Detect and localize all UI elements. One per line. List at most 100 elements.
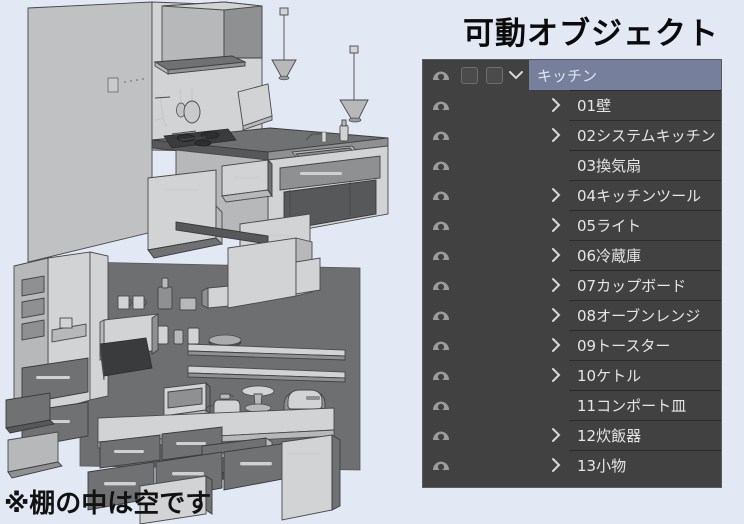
eye-icon: [433, 431, 449, 441]
visibility-toggle[interactable]: [423, 249, 459, 261]
page-title: 可動オブジェクト: [463, 16, 719, 52]
outliner-root-row[interactable]: キッチン: [423, 60, 721, 90]
chevron-right-icon: [552, 128, 561, 142]
row-separator: [569, 150, 721, 151]
row-label-cell[interactable]: 08オーブンレンジ: [569, 300, 721, 330]
visibility-toggle[interactable]: [423, 189, 459, 201]
expand-toggle[interactable]: [543, 337, 569, 353]
row-label-cell[interactable]: 04キッチンツール: [569, 180, 721, 210]
expand-toggle[interactable]: [543, 97, 569, 113]
tilted-panel: [237, 83, 273, 131]
root-label-cell[interactable]: キッチン: [529, 60, 721, 90]
row-separator: [569, 270, 721, 271]
visibility-toggle[interactable]: [423, 459, 459, 471]
row-label-cell[interactable]: 07カップボード: [569, 270, 721, 300]
visibility-toggle[interactable]: [423, 309, 459, 321]
viewport-3d-scene: .f-lt{fill:#d2d3d5;stroke:#4a4a4a;stroke…: [5, 1, 389, 524]
checkbox-selectable[interactable]: [486, 66, 503, 84]
open-drawer-mid: [221, 158, 273, 203]
row-separator: [569, 300, 721, 301]
outliner-row[interactable]: 09トースター: [423, 330, 721, 360]
outliner-row[interactable]: 03換気扇: [423, 150, 721, 180]
pendant-light-2: [339, 45, 369, 123]
visibility-toggle[interactable]: [423, 159, 459, 171]
eye-icon: [433, 221, 449, 231]
expand-toggle[interactable]: [543, 247, 569, 263]
row-label-cell[interactable]: 11コンポート皿: [569, 390, 721, 420]
outliner-row-label: 06冷蔵庫: [577, 246, 642, 265]
outliner-row-label: 09トースター: [577, 336, 671, 355]
visibility-toggle[interactable]: [423, 99, 459, 111]
eye-icon: [433, 131, 449, 141]
row-label-cell[interactable]: 02システムキッチン: [569, 120, 721, 150]
visibility-toggle[interactable]: [423, 339, 459, 351]
open-cabinet-door-left: [147, 169, 223, 259]
visibility-toggle[interactable]: [423, 429, 459, 441]
outliner-row[interactable]: 04キッチンツール: [423, 180, 721, 210]
expand-toggle[interactable]: [543, 427, 569, 443]
row-separator: [569, 90, 721, 91]
outliner-row[interactable]: 10ケトル: [423, 360, 721, 390]
outliner-row-label: 04キッチンツール: [577, 186, 702, 205]
visibility-toggle-root[interactable]: [423, 69, 459, 81]
outliner-row[interactable]: 08オーブンレンジ: [423, 300, 721, 330]
wall-shelves: [187, 343, 346, 383]
outliner-row[interactable]: 13小物: [423, 450, 721, 480]
row-label-cell[interactable]: 09トースター: [569, 330, 721, 360]
row-label-cell[interactable]: 06冷蔵庫: [569, 240, 721, 270]
visibility-toggle[interactable]: [423, 399, 459, 411]
outliner-row-label: 05ライト: [577, 216, 642, 235]
chevron-right-icon: [552, 428, 561, 442]
outliner-row[interactable]: 02システムキッチン: [423, 120, 721, 150]
expand-toggle-root[interactable]: [503, 69, 529, 81]
outliner-row[interactable]: 01壁: [423, 90, 721, 120]
visibility-toggle[interactable]: [423, 219, 459, 231]
outliner-row[interactable]: 06冷蔵庫: [423, 240, 721, 270]
eye-icon: [433, 251, 449, 261]
outliner-row-label: 10ケトル: [577, 366, 642, 385]
eye-icon: [433, 401, 449, 411]
outliner-row[interactable]: 12炊飯器: [423, 420, 721, 450]
chevron-right-icon: [552, 218, 561, 232]
eye-icon: [433, 281, 449, 291]
visibility-toggle[interactable]: [423, 369, 459, 381]
expand-toggle[interactable]: [543, 127, 569, 143]
outliner-row[interactable]: 07カップボード: [423, 270, 721, 300]
microwave-oven: [99, 313, 159, 381]
visibility-toggle[interactable]: [423, 129, 459, 141]
eye-icon: [433, 191, 449, 201]
row-separator: [569, 420, 721, 421]
row-label-cell[interactable]: 05ライト: [569, 210, 721, 240]
wall-panel-left: [27, 1, 153, 263]
expand-toggle[interactable]: [543, 277, 569, 293]
row-separator: [569, 240, 721, 241]
outliner-row-label: 03換気扇: [577, 156, 642, 175]
expand-toggle[interactable]: [543, 367, 569, 383]
checkbox-renderable[interactable]: [461, 66, 478, 84]
eye-icon: [433, 101, 449, 111]
expand-toggle[interactable]: [543, 307, 569, 323]
outliner-row[interactable]: 11コンポート皿: [423, 390, 721, 420]
row-label-cell[interactable]: 13小物: [569, 450, 721, 480]
row-label-cell[interactable]: 01壁: [569, 90, 721, 120]
chevron-right-icon: [552, 308, 561, 322]
visibility-toggle[interactable]: [423, 279, 459, 291]
row-separator: [569, 180, 721, 181]
root-checkboxes[interactable]: [461, 66, 503, 84]
chevron-right-icon: [552, 338, 561, 352]
expand-toggle[interactable]: [543, 187, 569, 203]
expand-toggle[interactable]: [543, 217, 569, 233]
expand-toggle[interactable]: [543, 457, 569, 473]
row-separator: [569, 450, 721, 451]
eye-icon: [433, 341, 449, 351]
row-label-cell[interactable]: 10ケトル: [569, 360, 721, 390]
row-separator: [569, 390, 721, 391]
outliner-row[interactable]: 05ライト: [423, 210, 721, 240]
row-label-cell[interactable]: 03換気扇: [569, 150, 721, 180]
chevron-right-icon: [552, 458, 561, 472]
outliner-row-label: 12炊飯器: [577, 426, 642, 445]
chevron-right-icon: [552, 278, 561, 292]
row-label-cell[interactable]: 12炊飯器: [569, 420, 721, 450]
